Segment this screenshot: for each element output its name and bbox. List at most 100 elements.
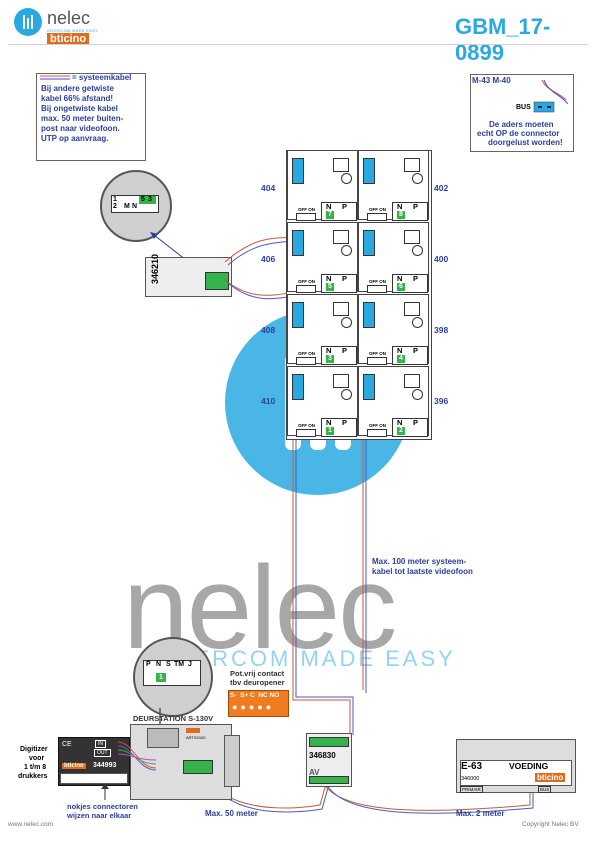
cable-note-6: UTP op aanvraag. [41,134,109,143]
unit-number-8: 8 [397,211,405,219]
outdoor-station-terminals [183,760,213,774]
splitter-av-label: AV [309,768,320,777]
switch-icon [367,285,387,293]
screen-icon [404,230,420,244]
power-model: E-63 [461,761,483,772]
outdoor-zoom-num: 1 [156,673,166,682]
off-on-label: OFF ON [298,279,315,284]
connector-orientation-note-2: wijzen naar elkaar [67,811,132,820]
relay-terminal-block [205,272,229,290]
apartment-408: 408 [261,325,276,335]
connector-note-1: De aders moeten [489,120,554,129]
unit-number-5: 5 [326,283,334,291]
contact-block [228,690,289,717]
terminal-block-icon [292,302,304,328]
apartment-400: 400 [434,254,449,264]
digitizer-terminal-row [60,773,128,784]
off-on-label: OFF ON [369,351,386,356]
logo-icon [14,8,42,36]
switch-icon [296,429,316,437]
outdoor-station-title: DEURSTATION S-130V [133,714,214,723]
off-on-label: OFF ON [298,351,315,356]
n-label: N [326,202,332,211]
digitizer-brand: bticino [62,763,86,769]
digitizer-label-3: 1 t/m 8 [24,764,47,771]
p-label: P [413,418,419,427]
dial-icon [341,245,352,256]
unit-number-3: 3 [326,355,334,363]
terminal-block-icon [292,158,304,184]
splitter-bottom-terminals [309,776,349,784]
cable-legend-label: = systeemkabel [72,73,132,82]
terminal-block-icon [363,230,375,256]
unit-number-6: 6 [397,283,405,291]
switch-icon [367,357,387,365]
switch-icon [367,213,387,221]
terminal-block-icon [363,302,375,328]
connector-note-2: echt OP de connector [477,129,560,138]
unit-number-7: 7 [326,211,334,219]
terminal-block-icon [292,230,304,256]
connector-orientation-note-1: nokjes connectoren [67,802,138,811]
terminal-block-icon [363,374,375,400]
screen-icon [333,158,349,172]
p-label: P [413,202,419,211]
connector-models: M-43 M-40 [472,76,511,85]
outdoor-zoom-terminals [143,660,201,686]
connector-note-3: doorgelust worden! [488,138,563,147]
outdoor-zoom-tm: TM [174,661,185,668]
digitizer-label-1: Digitizer [20,746,48,753]
n-label: N [397,202,403,211]
n-label: N [397,418,403,427]
digitizer-out: OUT [94,749,111,757]
n-label: N [397,346,403,355]
footer-website: www.nelec.com [8,821,54,828]
distance-power: Max. 2 meter [456,809,505,818]
header-divider [8,44,588,45]
relay-zoom-label-n: N [132,203,138,210]
dial-icon [412,317,423,328]
relay-zoom-label-3: 3 [148,196,152,203]
outdoor-zoom-j: J [188,661,192,668]
connector-note-arrow [101,784,109,800]
digitizer-label-2: voor [29,755,45,762]
dial-icon [412,173,423,184]
screen-icon [404,158,420,172]
n-label: N [326,418,332,427]
apartment-410: 410 [261,396,276,406]
partner-logo: bticino [47,33,90,45]
cable-note-5: post naar videofoon. [41,124,120,133]
off-on-label: OFF ON [298,423,315,428]
digitizer-ribbon-cable [118,741,157,771]
power-title: VOEDING [509,761,549,771]
terminal-block-icon [363,158,375,184]
dial-icon [412,245,423,256]
unit-number-4: 4 [397,355,405,363]
off-on-label: OFF ON [369,279,386,284]
relay-zoom-label-2: 2 [113,203,117,210]
footer-copyright: Copyright Nelec BV [522,821,579,828]
contact-terminals-label: S- S+ C NC NO [230,692,280,699]
splitter-model: 346830 [309,751,336,760]
n-label: N [397,274,403,283]
p-label: P [413,274,419,283]
p-label: P [342,418,348,427]
relay-zoom-label-1: 1 [113,196,117,203]
p-label: P [342,274,348,283]
unit-number-1: 1 [326,427,334,435]
outdoor-zoom-s: S [166,661,171,668]
outdoor-zoom-p: P [146,661,151,668]
outdoor-station-bracket [224,735,240,787]
contact-title-1: Pot.vrij contact [230,669,285,678]
cable-note-3: Bij ongetwiste kabel [41,104,118,113]
off-on-label: OFF ON [298,207,315,212]
power-prim-label: PRIMAIR [460,786,483,793]
power-code: 346000 [461,776,480,782]
n-label: N [326,274,332,283]
screen-icon [333,302,349,316]
outdoor-zoom-pointer [159,708,161,724]
outdoor-station-model: ARTS0100 [186,735,206,740]
off-on-label: OFF ON [369,207,386,212]
apartment-406: 406 [261,254,276,264]
relay-zoom-label-5: 5 [141,196,145,203]
